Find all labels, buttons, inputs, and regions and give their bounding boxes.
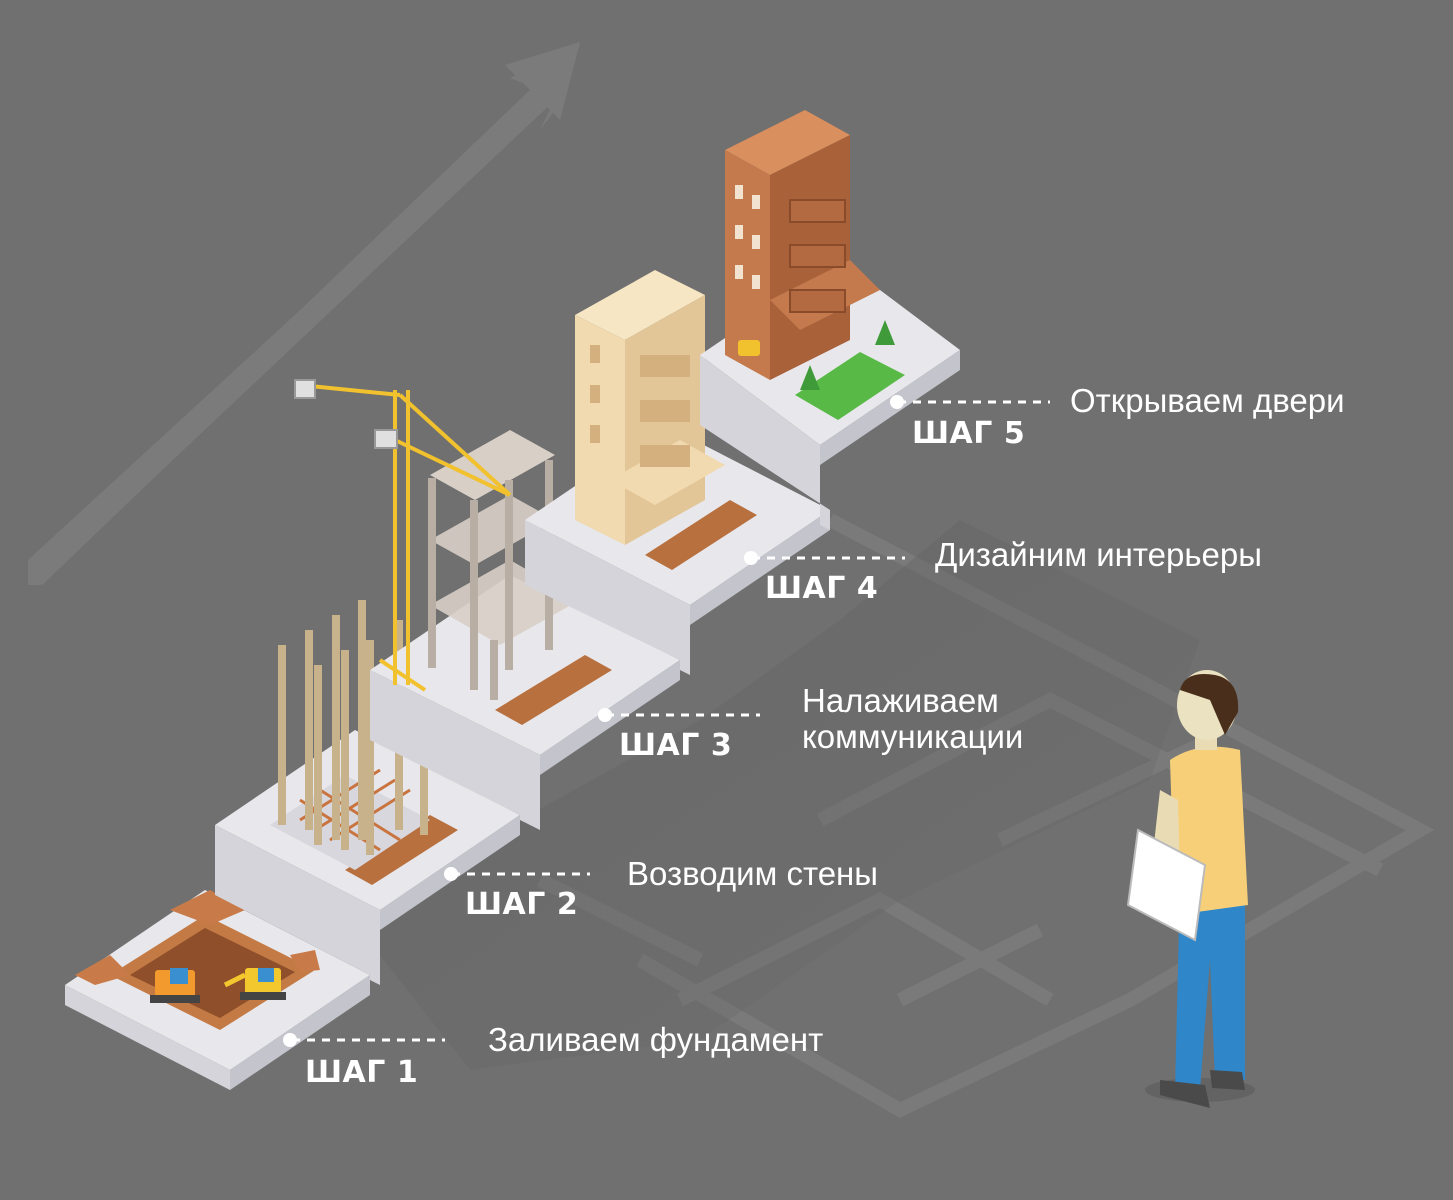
step-2-label: ШАГ 2 <box>465 887 579 922</box>
step-dots <box>283 395 904 1047</box>
car-icon <box>738 340 760 356</box>
excavator-icon <box>150 968 200 1003</box>
step-5-label: ШАГ 5 <box>912 416 1026 451</box>
step-5-platform <box>700 260 960 530</box>
step-3-label: ШАГ 3 <box>619 728 733 763</box>
step-2-description: Возводим стены <box>627 855 878 892</box>
step-4-description: Дизайним интерьеры <box>935 536 1262 573</box>
growth-arrow-icon <box>28 42 580 586</box>
cream-building <box>575 270 725 545</box>
tower-crane-icon <box>294 379 512 692</box>
step-4-label: ШАГ 4 <box>765 571 879 606</box>
step-1-platform <box>65 890 370 1090</box>
step-1-label: ШАГ 1 <box>305 1055 419 1090</box>
step-connectors <box>292 400 1050 1042</box>
brick-building <box>725 110 880 380</box>
step-3-description-line2: коммуникации <box>802 718 1024 755</box>
step-2-platform <box>215 600 520 985</box>
tree-icon <box>800 320 895 390</box>
step-3-description-line1: Налаживаем <box>802 682 999 719</box>
steps-shadow <box>360 520 1200 1070</box>
step-1-description: Заливаем фундамент <box>488 1021 824 1058</box>
clipboard-icon <box>1126 828 1207 942</box>
step-5-description: Открываем двери <box>1070 382 1345 419</box>
excavator-icon <box>223 968 286 1000</box>
person-figure <box>1126 670 1255 1108</box>
